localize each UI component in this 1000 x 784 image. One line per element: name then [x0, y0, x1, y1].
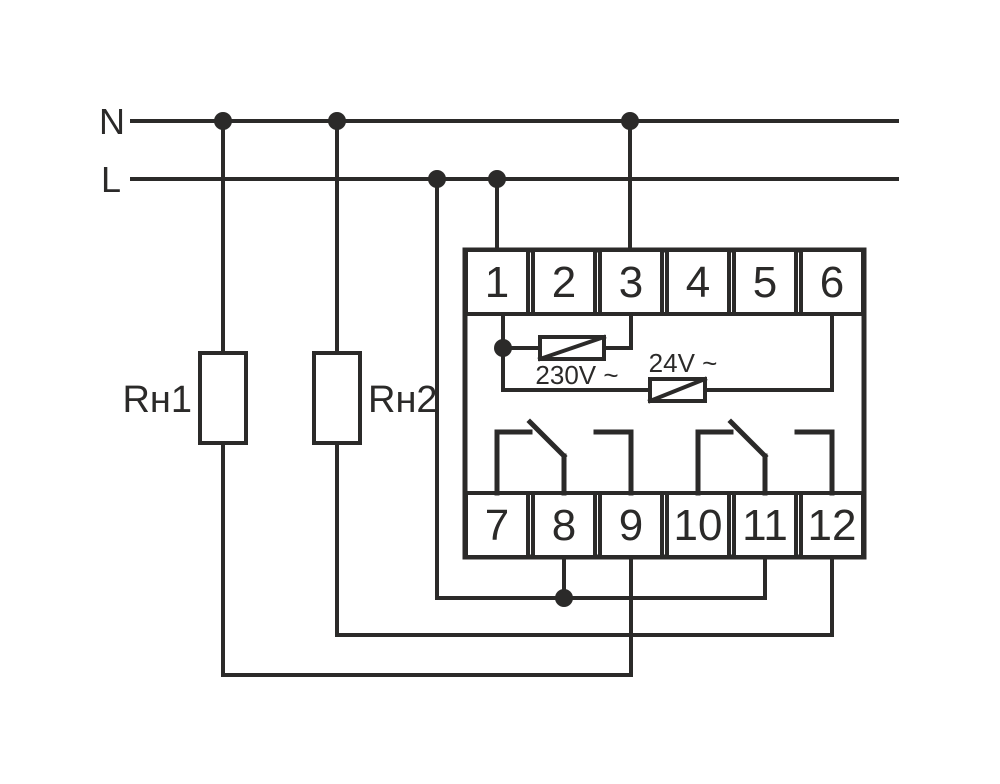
- labels: N L Rн1 Rн2 230V ~ 24V ~ 1 2 3 4 5 6 7 8…: [99, 101, 856, 550]
- load-rn2-resistor: [312, 351, 362, 445]
- terminal-label-1: 1: [485, 258, 509, 307]
- terminal-cell-3: [598, 248, 664, 316]
- terminal-label-3: 3: [619, 258, 643, 307]
- load-rn2-label: Rн2: [368, 379, 438, 421]
- wire-l-bus: [435, 555, 767, 600]
- terminal-cell-10: [665, 491, 731, 559]
- junction-terminal8-bus: [555, 589, 573, 607]
- terminal-label-6: 6: [820, 258, 844, 307]
- terminal-cell-4: [665, 248, 731, 316]
- load-rn1-resistor: [198, 351, 248, 445]
- terminal-label-12: 12: [808, 501, 857, 550]
- junction-l-drop: [428, 170, 446, 188]
- terminal-cell-5: [732, 248, 798, 316]
- terminal-label-5: 5: [753, 258, 777, 307]
- junction-n-terminal3: [621, 112, 639, 130]
- terminal-label-11: 11: [742, 501, 788, 550]
- relay-contact-1: [494, 418, 634, 496]
- contact1-blade: [526, 418, 568, 460]
- terminal-label-7: 7: [485, 501, 509, 550]
- coil-24v-label: 24V ~: [649, 348, 718, 378]
- terminal-cell-9: [598, 491, 664, 559]
- contact1-no-arm: [593, 429, 634, 496]
- coil-230v-label: 230V ~: [535, 360, 618, 390]
- phase-label: L: [101, 159, 121, 200]
- coil-230v-diagonal: [537, 334, 607, 362]
- terminal-label-2: 2: [552, 258, 576, 307]
- contact1-common-arm: [494, 429, 533, 496]
- neutral-label: N: [99, 101, 125, 142]
- junction-dots: [214, 112, 639, 607]
- terminal-label-10: 10: [674, 501, 723, 550]
- junction-n-load1: [214, 112, 232, 130]
- terminal-cell-6: [799, 248, 865, 316]
- terminal-label-4: 4: [686, 258, 710, 307]
- coil-24v-diagonal: [647, 376, 708, 404]
- relay-device-outline: [462, 247, 867, 560]
- wire-terminal9-to-load1: [221, 555, 633, 677]
- terminal-cell-1: [464, 248, 530, 316]
- contact2-no-arm: [794, 429, 835, 496]
- load-rn1-label: Rн1: [122, 379, 192, 421]
- junction-n-load2: [328, 112, 346, 130]
- wire-terminal12-to-load2: [335, 555, 834, 637]
- terminal-label-8: 8: [552, 501, 576, 550]
- terminal-label-9: 9: [619, 501, 643, 550]
- contact2-blade: [727, 418, 769, 460]
- contact2-common-arm: [695, 429, 734, 496]
- terminal-cell-2: [531, 248, 597, 316]
- junction-coil-node: [494, 339, 512, 357]
- wires: [130, 119, 899, 677]
- relay-contact-2: [695, 418, 835, 496]
- junction-l-terminal1: [488, 170, 506, 188]
